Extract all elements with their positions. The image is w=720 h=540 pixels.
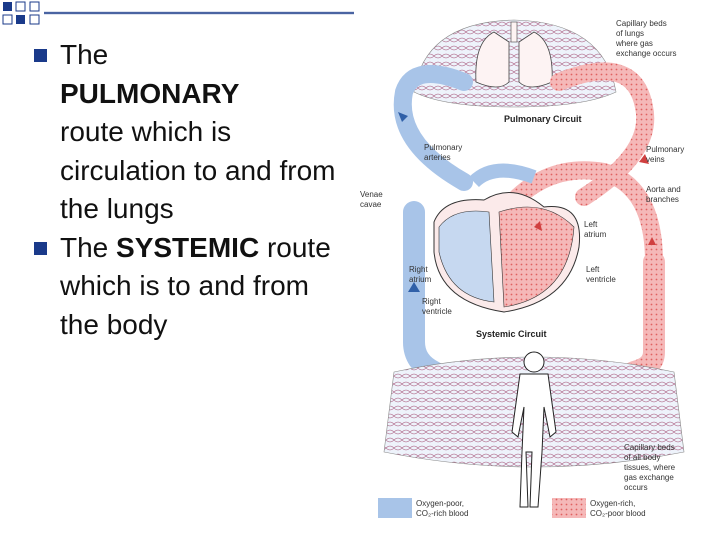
svg-text:Pulmonary: Pulmonary	[424, 143, 462, 152]
label-right-atrium: Right atrium	[409, 265, 432, 284]
label-right-ventricle: Right ventricle	[422, 297, 452, 316]
svg-text:gas exchange: gas exchange	[624, 473, 674, 482]
bullet-pulmonary: The PULMONARY route which is circulation…	[24, 36, 344, 229]
label-pulmonary-veins: Pulmonary veins	[646, 145, 684, 164]
svg-text:Capillary beds: Capillary beds	[624, 443, 675, 452]
svg-text:occurs: occurs	[624, 483, 648, 492]
pulmonary-trunk-vessel	[469, 163, 537, 188]
bullet-prefix: The	[60, 231, 109, 263]
bullet-text: route which is to and from the body	[60, 231, 331, 340]
flow-arrows	[534, 154, 656, 245]
svg-text:where gas: where gas	[615, 39, 653, 48]
svg-text:atrium: atrium	[409, 275, 432, 284]
label-systemic-circuit: Systemic Circuit	[476, 329, 547, 339]
bullet-keyword: PULMONARY	[60, 77, 240, 109]
legend: Oxygen-poor, CO₂-rich blood Oxygen-rich,…	[378, 498, 646, 518]
bullet-square-icon	[34, 241, 47, 255]
svg-text:branches: branches	[646, 195, 679, 204]
systemic-artery-vessel	[623, 251, 665, 383]
svg-text:Right: Right	[422, 297, 441, 306]
svg-text:Right: Right	[409, 265, 428, 274]
bullet-prefix: The	[60, 39, 109, 70]
svg-text:arteries: arteries	[424, 153, 451, 162]
circulation-diagram: Capillary beds of lungs where gas exchan…	[360, 19, 685, 518]
svg-text:Aorta and: Aorta and	[646, 185, 681, 194]
aorta-vessel	[496, 161, 663, 263]
svg-text:CO₂-poor blood: CO₂-poor blood	[590, 509, 646, 518]
label-aorta: Aorta and branches	[646, 185, 681, 204]
svg-text:Oxygen-rich,: Oxygen-rich,	[590, 499, 635, 508]
svg-text:Venae: Venae	[360, 190, 383, 199]
svg-text:veins: veins	[646, 155, 665, 164]
svg-text:ventricle: ventricle	[586, 275, 616, 284]
pulmonary-artery-vessel	[393, 65, 473, 191]
label-left-atrium: Left atrium	[584, 220, 607, 239]
svg-text:ventricle: ventricle	[422, 307, 452, 316]
svg-text:of lungs: of lungs	[616, 29, 644, 38]
svg-text:CO₂-rich blood: CO₂-rich blood	[416, 509, 468, 518]
svg-text:Capillary beds: Capillary beds	[616, 19, 667, 28]
label-left-ventricle: Left ventricle	[586, 265, 616, 284]
svg-text:tissues, where: tissues, where	[624, 463, 676, 472]
svg-text:atrium: atrium	[584, 230, 607, 239]
bullet-square-icon	[34, 49, 47, 62]
label-pulmonary-circuit: Pulmonary Circuit	[504, 114, 582, 124]
svg-text:Left: Left	[586, 265, 600, 274]
svg-text:Left: Left	[584, 220, 598, 229]
decorative-squares	[2, 1, 354, 25]
bullet-systemic: The SYSTEMIC route which is to and from …	[24, 229, 344, 345]
svg-text:Pulmonary: Pulmonary	[646, 145, 684, 154]
human-figure-icon	[511, 351, 557, 508]
bullet-list: The PULMONARY route which is circulation…	[24, 36, 344, 344]
label-pulmonary-arteries: Pulmonary arteries	[424, 143, 462, 162]
right-heart-chambers	[438, 210, 495, 303]
label-capillary-lungs: Capillary beds of lungs where gas exchan…	[615, 19, 676, 58]
label-capillary-body: Capillary beds of all body tissues, wher…	[624, 443, 676, 492]
label-venae-cavae: Venae cavae	[360, 190, 383, 209]
svg-text:cavae: cavae	[360, 200, 382, 209]
svg-text:Oxygen-poor,: Oxygen-poor,	[416, 499, 464, 508]
left-heart-chambers	[498, 206, 575, 308]
legend-swatch-oxygen-poor	[378, 498, 412, 518]
svg-text:exchange occurs: exchange occurs	[616, 49, 676, 58]
svg-text:of all body: of all body	[624, 453, 660, 462]
bullet-text: route which is circulation to and from t…	[60, 116, 336, 224]
bullet-keyword: SYSTEMIC	[116, 231, 260, 263]
legend-swatch-oxygen-rich	[552, 498, 586, 518]
